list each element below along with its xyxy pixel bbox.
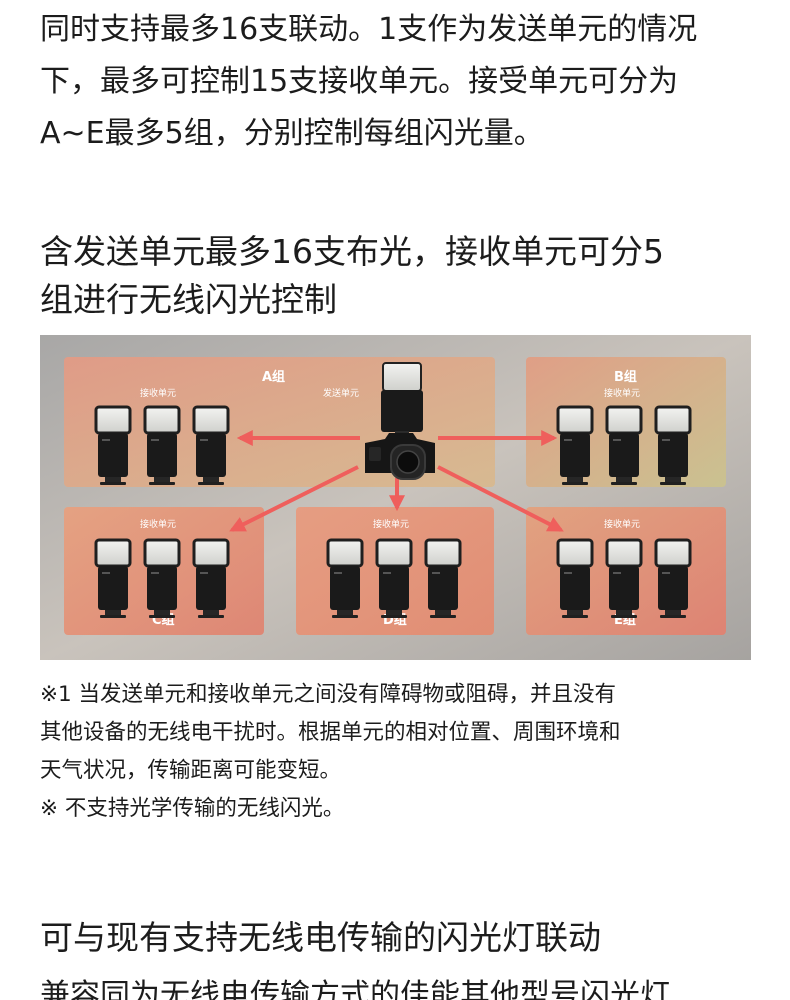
intro-line: 下，最多可控制15支接收单元。接受单元可分为 — [40, 64, 679, 99]
flash-unit-group-c — [143, 538, 181, 618]
flash-unit-group-e — [556, 538, 594, 618]
intro-line: A~E最多5组，分别控制每组闪光量。 — [40, 116, 544, 151]
flash-unit-group-e — [605, 538, 643, 618]
flash-units — [94, 405, 692, 618]
flash-unit-group-a — [143, 405, 181, 485]
flash-unit-group-d — [375, 538, 413, 618]
group-b-label: B组 — [614, 369, 637, 385]
compatibility-text-cut: 兼容同为无线电传输方式的佳能其他型号闪光灯 — [40, 978, 670, 1000]
intro-paragraph: 同时支持最多16支联动。1支作为发送单元的情况 下，最多可控制15支接收单元。接… — [40, 4, 760, 160]
flash-unit-group-a — [94, 405, 132, 485]
flash-unit-group-e — [654, 538, 692, 618]
flash-unit-group-b — [654, 405, 692, 485]
flash-unit-group-b — [556, 405, 594, 485]
section-title-line: 含发送单元最多16支布光，接收单元可分5 — [40, 232, 664, 271]
section-title-compatibility: 可与现有支持无线电传输的闪光灯联动 — [40, 918, 601, 957]
footnote-line: 其他设备的无线电干扰时。根据单元的相对位置、周围环境和 — [40, 720, 621, 745]
section-title-line: 组进行无线闪光控制 — [40, 280, 337, 319]
receiver-label-d: 接收单元 — [373, 518, 409, 530]
flash-unit-group-c — [192, 538, 230, 618]
receiver-label-b: 接收单元 — [604, 387, 640, 399]
section-title-wireless-groups: 含发送单元最多16支布光，接收单元可分5 组进行无线闪光控制 — [40, 228, 760, 324]
flash-unit-group-b — [605, 405, 643, 485]
arrow-to-group-e — [437, 465, 564, 532]
footnote-line: ※1 当发送单元和接收单元之间没有障碍物或阻碍，并且没有 — [40, 682, 617, 707]
wireless-group-diagram: A组 B组 C组 D组 E组 发送单元 接收单元 接收单元 接收单元 接收单元 … — [40, 335, 751, 660]
receiver-label-a: 接收单元 — [140, 387, 176, 399]
flash-unit-group-a — [192, 405, 230, 485]
arrow-to-group-c — [229, 465, 359, 532]
flash-unit-group-d — [424, 538, 462, 618]
footnote-line: ※ 不支持光学传输的无线闪光。 — [40, 796, 345, 821]
transmitter-label: 发送单元 — [323, 387, 359, 399]
receiver-label-c: 接收单元 — [140, 518, 176, 530]
footnote-line: 天气状况，传输距离可能变短。 — [40, 758, 342, 783]
footnotes: ※1 当发送单元和接收单元之间没有障碍物或阻碍，并且没有 其他设备的无线电干扰时… — [40, 676, 760, 828]
group-a-label: A组 — [262, 369, 285, 385]
flash-unit-group-c — [94, 538, 132, 618]
camera-with-transmitter — [365, 362, 435, 480]
intro-line: 同时支持最多16支联动。1支作为发送单元的情况 — [40, 12, 698, 47]
receiver-label-e: 接收单元 — [604, 518, 640, 530]
flash-unit-group-d — [326, 538, 364, 618]
diagram-canvas: A组 B组 C组 D组 E组 发送单元 接收单元 接收单元 接收单元 接收单元 … — [40, 335, 751, 660]
